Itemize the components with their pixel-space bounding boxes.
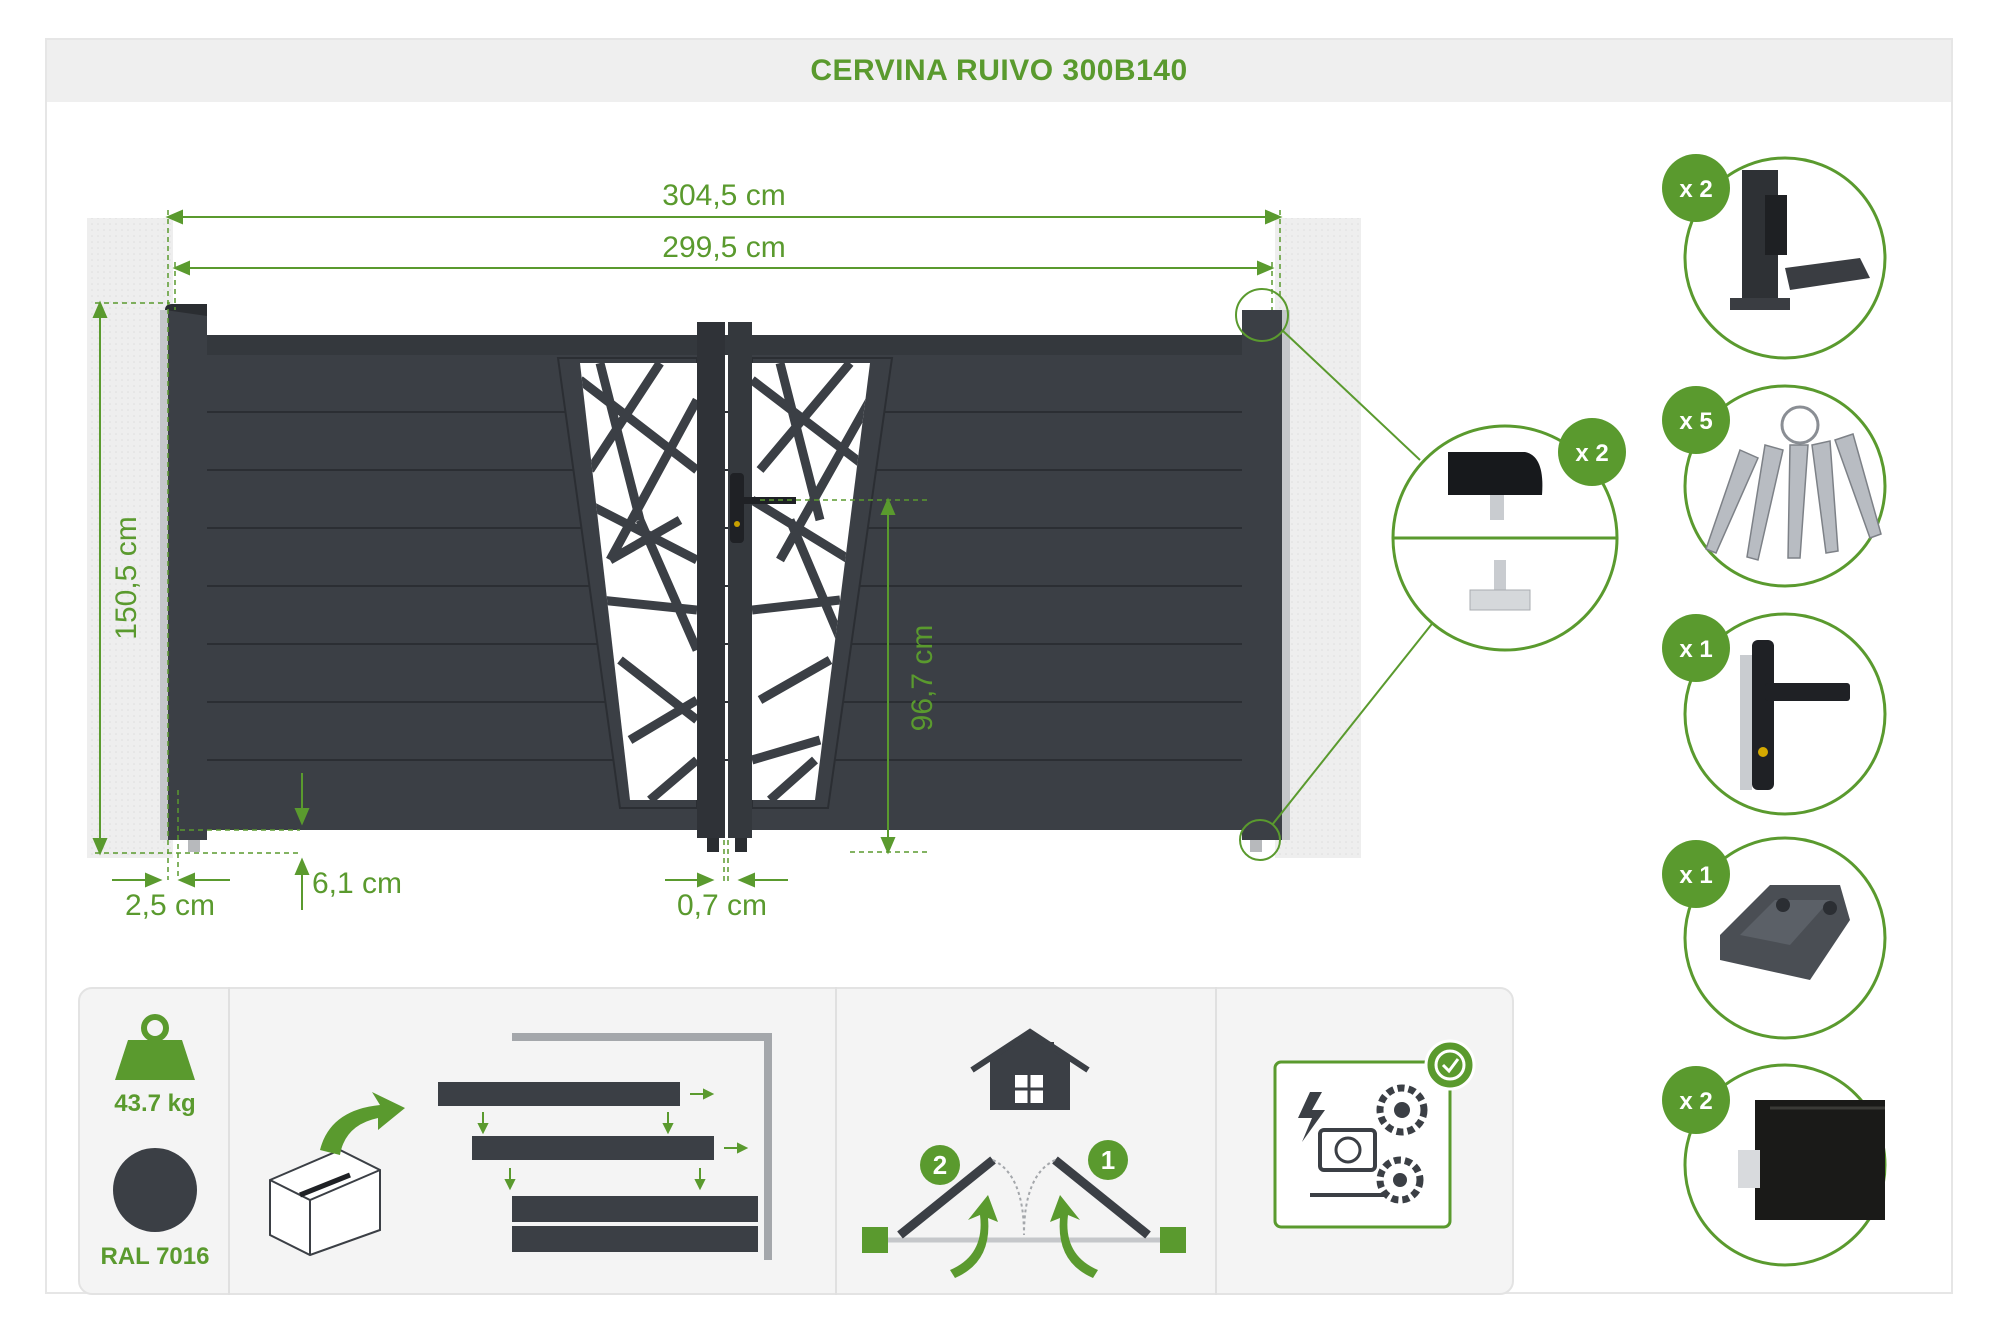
step-1-label: 1 (1101, 1145, 1115, 1175)
color-name-label: RAL 7016 (100, 1243, 210, 1270)
cap-detail-callout (1391, 424, 1619, 652)
right-post (1242, 310, 1284, 840)
accessory-qty-2: x 5 (1679, 408, 1712, 435)
accessory-lock (1683, 612, 1887, 816)
height-label: 150,5 cm (110, 516, 143, 639)
callout-qty-label: x 2 (1575, 440, 1608, 467)
accessory-keys (1683, 384, 1887, 588)
accessory-profile (1683, 1063, 1887, 1267)
total-width-label: 304,5 cm (662, 179, 785, 212)
product-title: CERVINA RUIVO 300B140 (810, 54, 1188, 87)
panel-divider (1215, 987, 1217, 1295)
keys-icon (1705, 405, 1882, 561)
center-stile-left (697, 322, 725, 838)
opening-direction-icon: 2 1 (862, 1028, 1186, 1278)
left-wall (87, 218, 173, 858)
callout-marker-bottom (1239, 819, 1281, 861)
callout-marker-top (1235, 288, 1289, 342)
gate-width-label: 299,5 cm (662, 231, 785, 264)
handle-height-label: 96,7 cm (906, 625, 939, 732)
post-profile-icon (1738, 1100, 1885, 1220)
panel-assembly-icon (269, 1033, 772, 1260)
left-post (165, 310, 207, 840)
accessory-qty-4: x 1 (1679, 862, 1712, 889)
weight-label: 43.7 kg (114, 1090, 196, 1117)
lock-handle-icon (1740, 640, 1850, 790)
accessory-stop (1683, 836, 1887, 1040)
center-stile-right (728, 322, 752, 838)
weight-icon (115, 1014, 195, 1080)
panel-divider (228, 987, 230, 1295)
step-2-label: 2 (933, 1150, 947, 1180)
gate-stop-icon (1720, 885, 1850, 980)
lock-handle-icon (730, 473, 796, 543)
center-gap-label: 0,7 cm (677, 889, 767, 922)
accessory-hinge (1683, 156, 1887, 360)
color-swatch (113, 1148, 197, 1232)
accessory-qty-1: x 2 (1679, 176, 1712, 203)
ground-clearance-label: 6,1 cm (312, 867, 402, 900)
accessory-qty-3: x 1 (1679, 636, 1712, 663)
accessory-qty-5: x 2 (1679, 1088, 1712, 1115)
callout-qty-badge (1558, 418, 1626, 486)
side-gap-label: 2,5 cm (125, 889, 215, 922)
hinge-icon (1730, 170, 1870, 310)
motor-compatible-icon (1273, 1039, 1476, 1229)
panel-divider (835, 987, 837, 1295)
title-bar: CERVINA RUIVO 300B140 (47, 40, 1951, 102)
